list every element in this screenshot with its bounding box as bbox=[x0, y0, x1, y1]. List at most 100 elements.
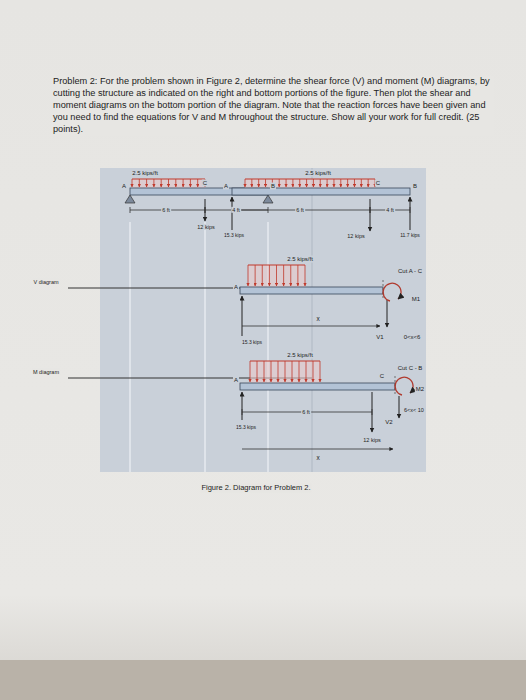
load-arrow bbox=[306, 179, 307, 187]
dimension-tick bbox=[370, 207, 371, 213]
load-label: 2.5 kips/ft bbox=[286, 352, 314, 359]
force-label: 15.3 kips bbox=[223, 233, 245, 239]
shear-label: V2 bbox=[384, 419, 393, 426]
axis-label: M diagram bbox=[32, 369, 60, 375]
load-label: 2.5 kips/ft bbox=[131, 170, 159, 177]
load-arrow bbox=[286, 179, 287, 187]
moment-arrow bbox=[395, 377, 413, 395]
load-arrow bbox=[279, 179, 280, 187]
load-arrow bbox=[306, 361, 307, 382]
load-block bbox=[250, 361, 320, 383]
cut-label: Cut A - C bbox=[397, 268, 423, 275]
pin-support bbox=[263, 195, 273, 203]
load-arrow bbox=[132, 179, 133, 187]
load-arrow bbox=[276, 265, 277, 286]
load-label: 2.5 kips/ft bbox=[304, 170, 332, 177]
load-arrow bbox=[257, 361, 258, 382]
beam bbox=[240, 287, 383, 294]
load-arrow bbox=[290, 265, 291, 286]
load-arrow bbox=[313, 179, 314, 187]
force-arrow bbox=[410, 197, 411, 230]
force-arrow bbox=[242, 296, 243, 336]
x-dimension bbox=[242, 326, 380, 327]
load-arrow bbox=[168, 179, 169, 187]
load-arrow bbox=[250, 361, 251, 382]
load-arrow bbox=[368, 179, 369, 187]
load-arrow bbox=[255, 265, 256, 286]
force-arrow bbox=[205, 199, 206, 221]
point-label: A bbox=[223, 183, 229, 190]
dimension-tick bbox=[242, 409, 243, 415]
load-arrow bbox=[153, 179, 154, 187]
load-arrow bbox=[269, 265, 270, 286]
load-arrow bbox=[183, 179, 184, 187]
point-label: A bbox=[233, 284, 239, 291]
point-label: C bbox=[202, 180, 208, 187]
x-label: x bbox=[315, 454, 320, 461]
point-label: C bbox=[375, 180, 381, 187]
force-arrow bbox=[242, 392, 243, 420]
load-arrow bbox=[299, 179, 300, 187]
load-arrow bbox=[278, 361, 279, 382]
load-arrow bbox=[292, 361, 293, 382]
x-dimension bbox=[242, 449, 393, 450]
force-arrow bbox=[370, 199, 371, 231]
load-arrow bbox=[283, 265, 284, 286]
dimension-tick bbox=[130, 207, 131, 213]
load-block bbox=[248, 265, 305, 287]
load-arrow bbox=[265, 179, 266, 187]
load-arrow bbox=[320, 361, 321, 382]
force-label: 15.3 kips bbox=[241, 340, 263, 346]
point-label: B bbox=[270, 183, 276, 190]
load-arrow bbox=[292, 179, 293, 187]
force-arrow bbox=[232, 197, 233, 230]
problem-text: Problem 2: For the problem shown in Figu… bbox=[52, 76, 494, 136]
cut-label: Cut C - B bbox=[397, 365, 424, 372]
load-arrow bbox=[175, 179, 176, 187]
vm-grid bbox=[130, 168, 312, 472]
dimension-tick bbox=[410, 207, 411, 213]
beam bbox=[240, 383, 395, 390]
dimension-tick bbox=[205, 207, 206, 213]
load-arrow bbox=[285, 361, 286, 382]
axis-label: V diagram bbox=[32, 279, 59, 285]
load-arrow bbox=[262, 265, 263, 286]
moment-label: M2 bbox=[415, 386, 425, 393]
load-arrow bbox=[354, 179, 355, 187]
dimension-label: 4 ft bbox=[231, 207, 241, 213]
load-arrow bbox=[161, 179, 162, 187]
load-arrow bbox=[197, 179, 198, 187]
load-arrow bbox=[305, 265, 306, 286]
load-arrow bbox=[313, 361, 314, 382]
moment-label: M1 bbox=[411, 296, 421, 303]
load-line bbox=[245, 179, 375, 180]
load-arrow bbox=[297, 265, 298, 286]
range-label: 0<x<6 bbox=[403, 334, 422, 341]
shear-label: V1 bbox=[375, 334, 384, 341]
force-arrow bbox=[372, 392, 373, 432]
load-arrow bbox=[340, 179, 341, 187]
point-label: B bbox=[412, 183, 418, 190]
force-label: 12 kips bbox=[196, 224, 215, 230]
load-arrow bbox=[139, 179, 140, 187]
load-arrow bbox=[248, 265, 249, 286]
force-arrow bbox=[399, 396, 400, 418]
load-arrow bbox=[146, 179, 147, 187]
load-arrow bbox=[327, 179, 328, 187]
figure-panel bbox=[100, 168, 426, 472]
point-label: A bbox=[233, 377, 239, 384]
load-arrow bbox=[361, 179, 362, 187]
load-arrow bbox=[251, 179, 252, 187]
beams bbox=[125, 179, 413, 449]
desk bbox=[0, 660, 526, 700]
force-label: 12 kips bbox=[346, 233, 365, 239]
dimension-tick bbox=[372, 409, 373, 415]
load-arrow bbox=[347, 179, 348, 187]
point-label: C bbox=[379, 373, 385, 380]
dimension-label: 6 ft bbox=[301, 409, 311, 415]
beam bbox=[232, 188, 410, 195]
load-block bbox=[132, 179, 205, 188]
load-arrow bbox=[190, 179, 191, 187]
dimension-tick bbox=[370, 207, 371, 213]
